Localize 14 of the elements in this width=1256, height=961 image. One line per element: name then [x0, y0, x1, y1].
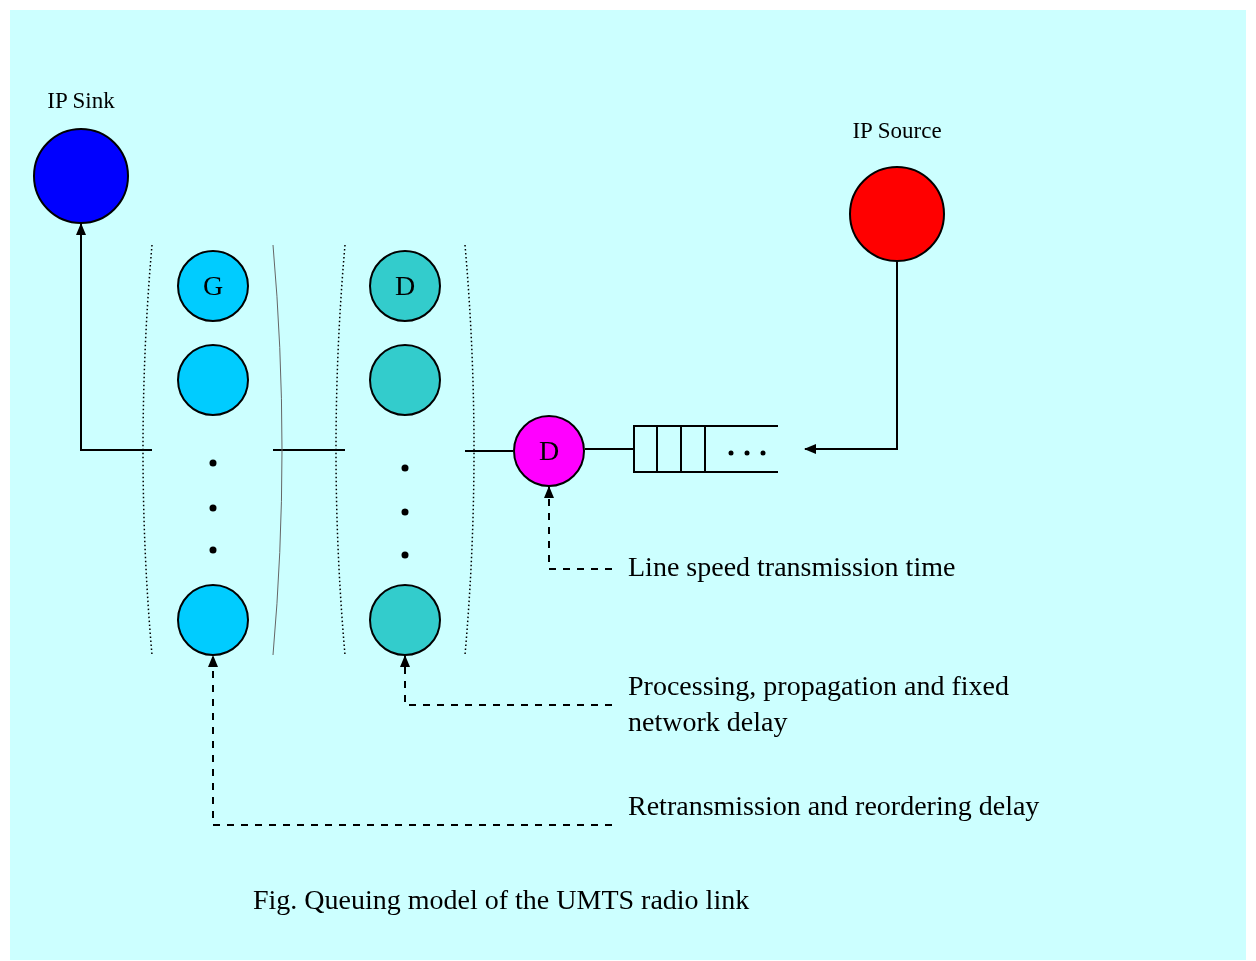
annotation-text: Line speed transmission time [628, 551, 956, 582]
connector-line [272, 449, 346, 451]
connector-line [584, 448, 634, 450]
annotation-text: Retransmission and reordering delay [628, 790, 1040, 821]
dashed-arrow [400, 655, 613, 706]
dashed-arrow [544, 486, 613, 570]
dashed-arrow [208, 655, 613, 826]
arrow [76, 223, 153, 451]
node-label: IP Source [852, 118, 942, 144]
figure-caption: Fig. Queuing model of the UMTS radio link [253, 884, 750, 916]
connector-line [464, 450, 514, 452]
annotation-text: Processing, propagation and fixed network delay [628, 670, 1010, 737]
node-label: IP Sink [47, 88, 115, 114]
arrow [804, 261, 898, 454]
